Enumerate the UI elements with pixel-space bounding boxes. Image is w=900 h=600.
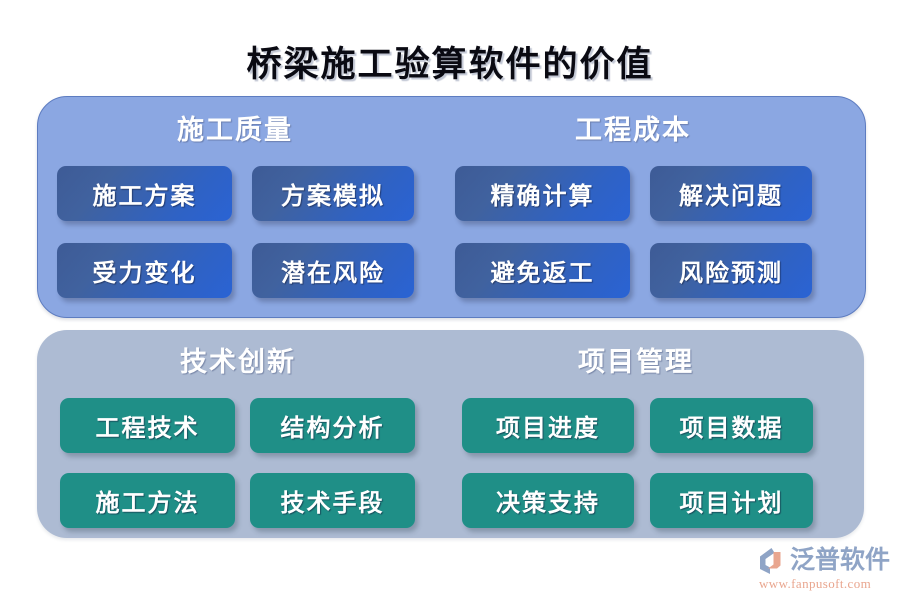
chip-tech-3[interactable]: 施工方法 bbox=[60, 473, 235, 528]
chip-quality-3[interactable]: 受力变化 bbox=[57, 243, 232, 298]
chip-tech-4[interactable]: 技术手段 bbox=[250, 473, 415, 528]
logo-row: 泛普软件 bbox=[757, 545, 897, 577]
chip-cost-2[interactable]: 解决问题 bbox=[650, 166, 812, 221]
chip-tech-1[interactable]: 工程技术 bbox=[60, 398, 235, 453]
chip-cost-4[interactable]: 风险预测 bbox=[650, 243, 812, 298]
chip-quality-4[interactable]: 潜在风险 bbox=[252, 243, 414, 298]
chip-project-2[interactable]: 项目数据 bbox=[650, 398, 813, 453]
chip-quality-2[interactable]: 方案模拟 bbox=[252, 166, 414, 221]
group-heading-project: 项目管理 bbox=[578, 347, 694, 377]
chip-project-4[interactable]: 项目计划 bbox=[650, 473, 813, 528]
chip-tech-2[interactable]: 结构分析 bbox=[250, 398, 415, 453]
logo-name: 泛普软件 bbox=[790, 547, 891, 574]
group-heading-quality: 施工质量 bbox=[177, 115, 293, 145]
chip-project-1[interactable]: 项目进度 bbox=[462, 398, 634, 453]
chip-cost-1[interactable]: 精确计算 bbox=[455, 166, 630, 221]
chip-cost-3[interactable]: 避免返工 bbox=[455, 243, 630, 298]
logo[interactable]: 泛普软件 www.fanpusoft.com bbox=[757, 545, 897, 593]
logo-url: www.fanpusoft.com bbox=[759, 576, 872, 591]
group-heading-cost: 工程成本 bbox=[575, 115, 691, 145]
chip-quality-1[interactable]: 施工方案 bbox=[57, 166, 232, 221]
page-title: 桥梁施工验算软件的价值 bbox=[246, 45, 654, 84]
group-heading-tech: 技术创新 bbox=[180, 347, 296, 377]
fanpu-swoosh-icon bbox=[757, 547, 787, 575]
chip-project-3[interactable]: 决策支持 bbox=[462, 473, 634, 528]
